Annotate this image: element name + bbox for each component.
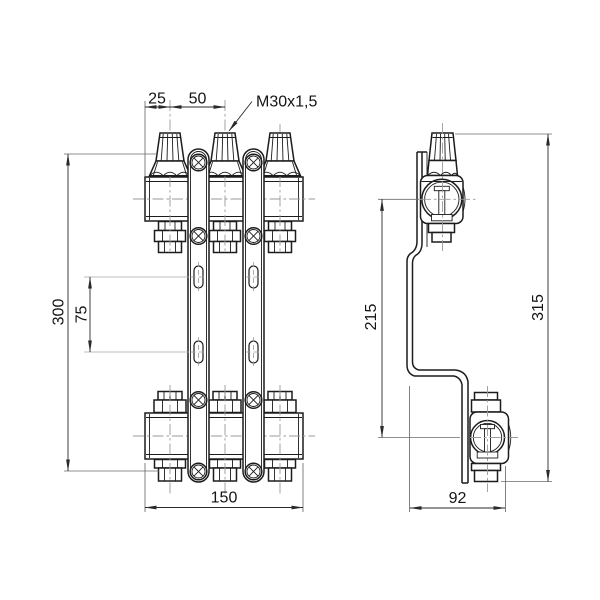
dim-215: 215 (363, 198, 384, 438)
dim-25: 25 (144, 91, 171, 109)
dim-50: 50 (169, 91, 226, 109)
return-valve-side (469, 391, 512, 483)
dim-50-label: 50 (189, 91, 207, 108)
thread-callout: M30x1,5 (228, 94, 317, 132)
mounting-strap-2 (243, 149, 264, 482)
front-view (133, 100, 315, 494)
dim-75-label: 75 (74, 306, 91, 324)
dim-25-label: 25 (148, 91, 166, 108)
dim-92: 92 (409, 490, 506, 510)
side-view (406, 123, 518, 492)
dim-150-label: 150 (211, 490, 238, 507)
dimensions: 25 50 M30x1,5 300 75 150 215 315 (51, 91, 552, 512)
dim-215-label: 215 (363, 304, 380, 331)
dim-300: 300 (51, 153, 70, 472)
wall-bracket-profile (406, 151, 469, 484)
valve-head-3 (258, 132, 302, 177)
thread-callout-label: M30x1,5 (256, 94, 317, 111)
dim-150: 150 (144, 490, 304, 510)
mounting-strap-1 (188, 149, 209, 482)
dim-92-label: 92 (449, 490, 467, 507)
valve-head-2 (203, 132, 247, 177)
dim-315: 315 (530, 133, 550, 482)
dim-315-label: 315 (530, 294, 547, 321)
dim-300-label: 300 (51, 299, 68, 326)
dim-75: 75 (74, 276, 92, 353)
side-centerlines (420, 123, 518, 492)
